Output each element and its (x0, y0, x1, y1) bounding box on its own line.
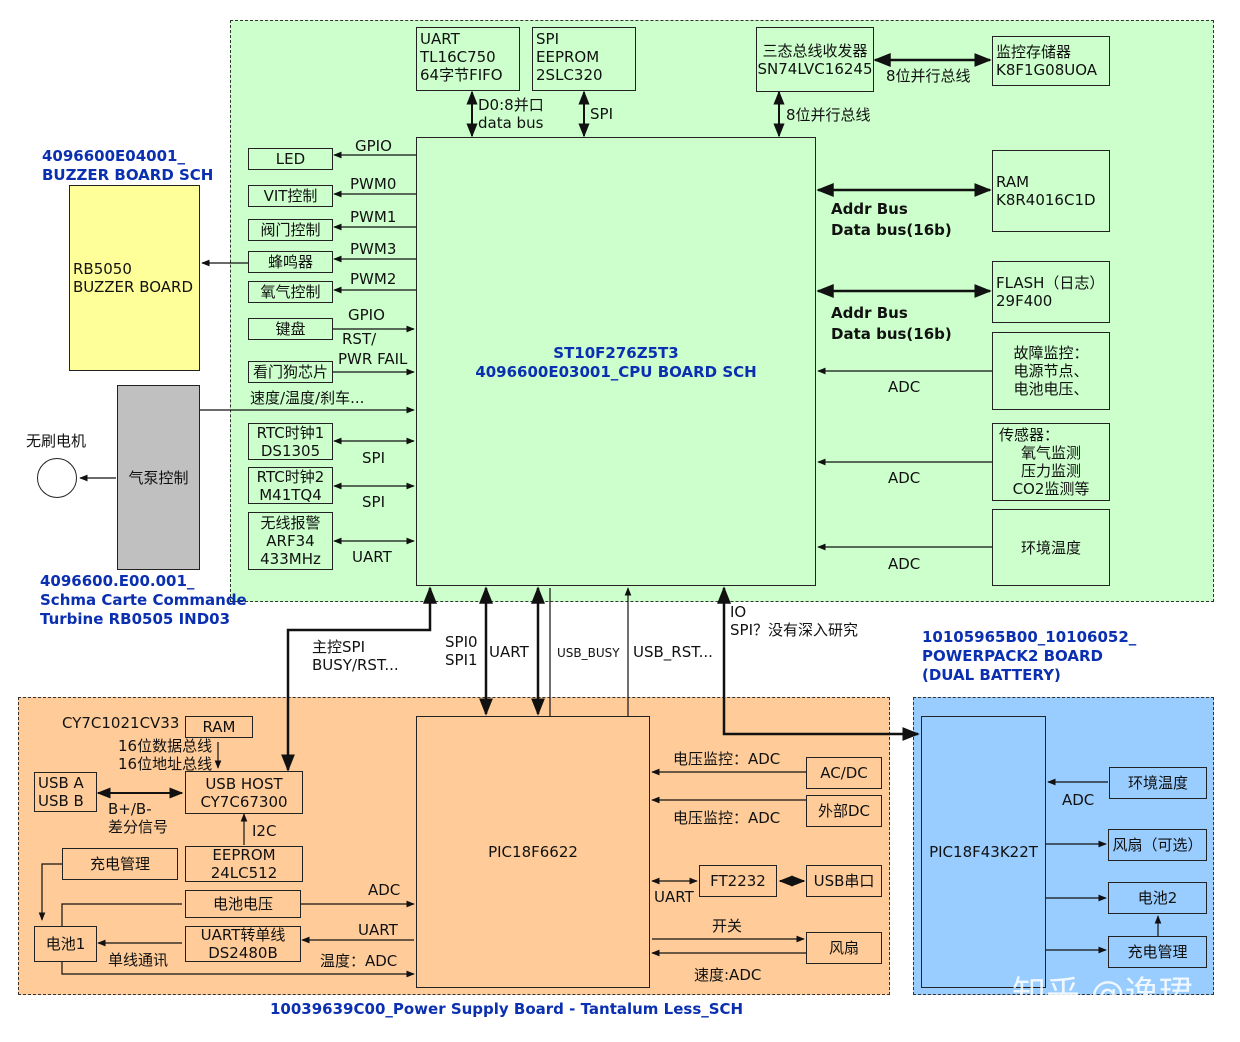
uart-block: UART TL16C750 64字节FIFO (416, 27, 520, 91)
switch-label: 开关 (712, 917, 743, 935)
oxygen-control-block: 氧气控制 (248, 281, 333, 303)
acdc-block: AC/DC (806, 757, 882, 789)
temp-adc-label: 温度：ADC (320, 952, 398, 970)
i2c-label: I2C (252, 822, 277, 840)
spi-rtc2-label: SPI (362, 493, 385, 511)
usb-ab-block: USB A USB B (34, 772, 97, 812)
sensors-block: 传感器： 氧气监测 压力监测 CO2监测等 (992, 423, 1110, 501)
adc-pp-label: ADC (1062, 791, 1095, 809)
watermark: 知乎 @逸珺 (1012, 974, 1193, 1014)
ps-ram-block: RAM (185, 716, 253, 738)
cy7c1021-label: CY7C1021CV33 (62, 714, 180, 732)
buzzer-board-title: 4096600E04001_ BUZZER BOARD SCH (42, 147, 214, 184)
rtc1-block: RTC时钟1 DS1305 (248, 423, 333, 460)
volt-adc-label-2: 电压监控：ADC (673, 809, 781, 827)
adc-label-2: ADC (888, 469, 921, 487)
bus16-label: 16位数据总线 16位地址总线 (118, 737, 213, 773)
cpu-title: ST10F276Z5T3 4096600E03001_CPU BOARD SCH (475, 344, 757, 381)
charge-mgmt-block: 充电管理 (62, 848, 178, 880)
eeprom-block: EEPROM 24LC512 (185, 846, 303, 882)
fault-monitor-block: 故障监控： 电源节点、 电池电压、 (992, 332, 1110, 410)
power-supply-title: 10039639C00_Power Supply Board - Tantalu… (270, 1000, 744, 1018)
fan-block: 风扇 (806, 932, 882, 964)
adc-label-1: ADC (888, 378, 921, 396)
uart-wireless-label: UART (352, 548, 392, 566)
uart-vertical-label: UART (489, 643, 529, 661)
volt-adc-label-1: 电压监控：ADC (673, 750, 781, 768)
pwm0-label: PWM0 (350, 175, 397, 193)
speed-adc-label: 速度:ADC (694, 966, 762, 984)
watchdog-block: 看门狗芯片 (248, 361, 333, 383)
buzzer-control-block: 蜂鸣器 (248, 251, 333, 273)
buzzer-board-block: RB5050 BUZZER BOARD (69, 185, 200, 371)
addr-bus-label-1: Addr Bus Data bus(16b) (831, 200, 952, 239)
usb-busy-label: USB_BUSY (557, 646, 620, 660)
single-wire-label: 单线通讯 (108, 951, 169, 969)
turbine-title: 4096600.E00.001_ Schma Carte Commande Tu… (40, 572, 247, 628)
pwm2-label: PWM2 (350, 270, 397, 288)
bat-voltage-block: 电池电压 (185, 890, 301, 918)
ft2232-block: FT2232 (699, 865, 777, 897)
cpu-main-block (416, 137, 816, 586)
usb-rst-label: USB_RST... (633, 643, 713, 661)
led-block: LED (248, 148, 333, 170)
wireless-alarm-block: 无线报警 ARF34 433MHz (248, 512, 333, 570)
bus8-label-b: 8位并行总线 (786, 106, 871, 124)
main-spi-label: 主控SPI BUSY/RST... (312, 638, 399, 674)
air-pump-block: 气泵控制 (117, 385, 200, 570)
speed-temp-label: 速度/温度/刹车... (250, 389, 365, 407)
battery1-block: 电池1 (34, 926, 97, 962)
pp-fan-block: 风扇（可选） (1108, 829, 1207, 861)
cpu-board-region (230, 20, 1214, 602)
uart-single-wire-block: UART转单线 DS2480B (185, 926, 301, 962)
motor-circle (37, 458, 77, 498)
bus8-label-a: 8位并行总线 (886, 67, 971, 85)
ext-dc-block: 外部DC (806, 795, 882, 827)
transceiver-block: 三态总线收发器 SN74LVC16245 (756, 27, 874, 92)
d08-label: D0:8并口 data bus (478, 96, 544, 132)
powerpack-title: 10105965B00_10106052_ POWERPACK2 BOARD (… (922, 628, 1137, 684)
flash-block: FLASH（日志） 29F400 (992, 261, 1110, 323)
rtc2-block: RTC时钟2 M41TQ4 (248, 467, 333, 504)
usb-host-block: USB HOST CY7C67300 (185, 771, 303, 814)
spi01-label: SPI0 SPI1 (445, 633, 478, 669)
usb-serial-block: USB串口 (806, 865, 882, 897)
uart-ps-label: UART (358, 921, 398, 939)
pp-charge-block: 充电管理 (1108, 936, 1207, 968)
pic18f43k22t-block: PIC18F43K22T (921, 716, 1046, 988)
pp-env-temp-block: 环境温度 (1109, 767, 1207, 799)
addr-bus-label-2: Addr Bus Data bus(16b) (831, 304, 952, 343)
power-supply-region (18, 697, 890, 995)
bpm-label: B+/B- 差分信号 (108, 800, 169, 836)
gpio-label-1: GPIO (355, 137, 392, 155)
ram-block: RAM K8R4016C1D (992, 150, 1110, 232)
pwm3-label: PWM3 (350, 240, 397, 258)
vit-control-block: VIT控制 (248, 185, 333, 207)
spi-rtc1-label: SPI (362, 449, 385, 467)
io-spi-label: IO SPI？没有深入研究 (730, 603, 858, 639)
keyboard-block: 键盘 (248, 318, 333, 340)
valve-control-block: 阀门控制 (248, 219, 333, 241)
pic18f6622-block: PIC18F6622 (416, 716, 650, 988)
powerpack-region (913, 697, 1214, 995)
pwm1-label: PWM1 (350, 208, 397, 226)
gpio-label-2: GPIO (348, 306, 385, 324)
monitor-storage-block: 监控存储器 K8F1G08UOA (992, 36, 1110, 86)
rst-label: RST/ PWR FAIL (338, 330, 408, 368)
uart-ft-label: UART (654, 888, 694, 906)
adc-ps-label: ADC (368, 881, 401, 899)
motor-label: 无刷电机 (26, 432, 87, 450)
spi-top-label: SPI (590, 105, 613, 123)
battery2-block: 电池2 (1108, 882, 1207, 914)
adc-label-3: ADC (888, 555, 921, 573)
spi-eeprom-block: SPI EEPROM 2SLC320 (532, 27, 636, 91)
env-temp-block: 环境温度 (992, 509, 1110, 586)
